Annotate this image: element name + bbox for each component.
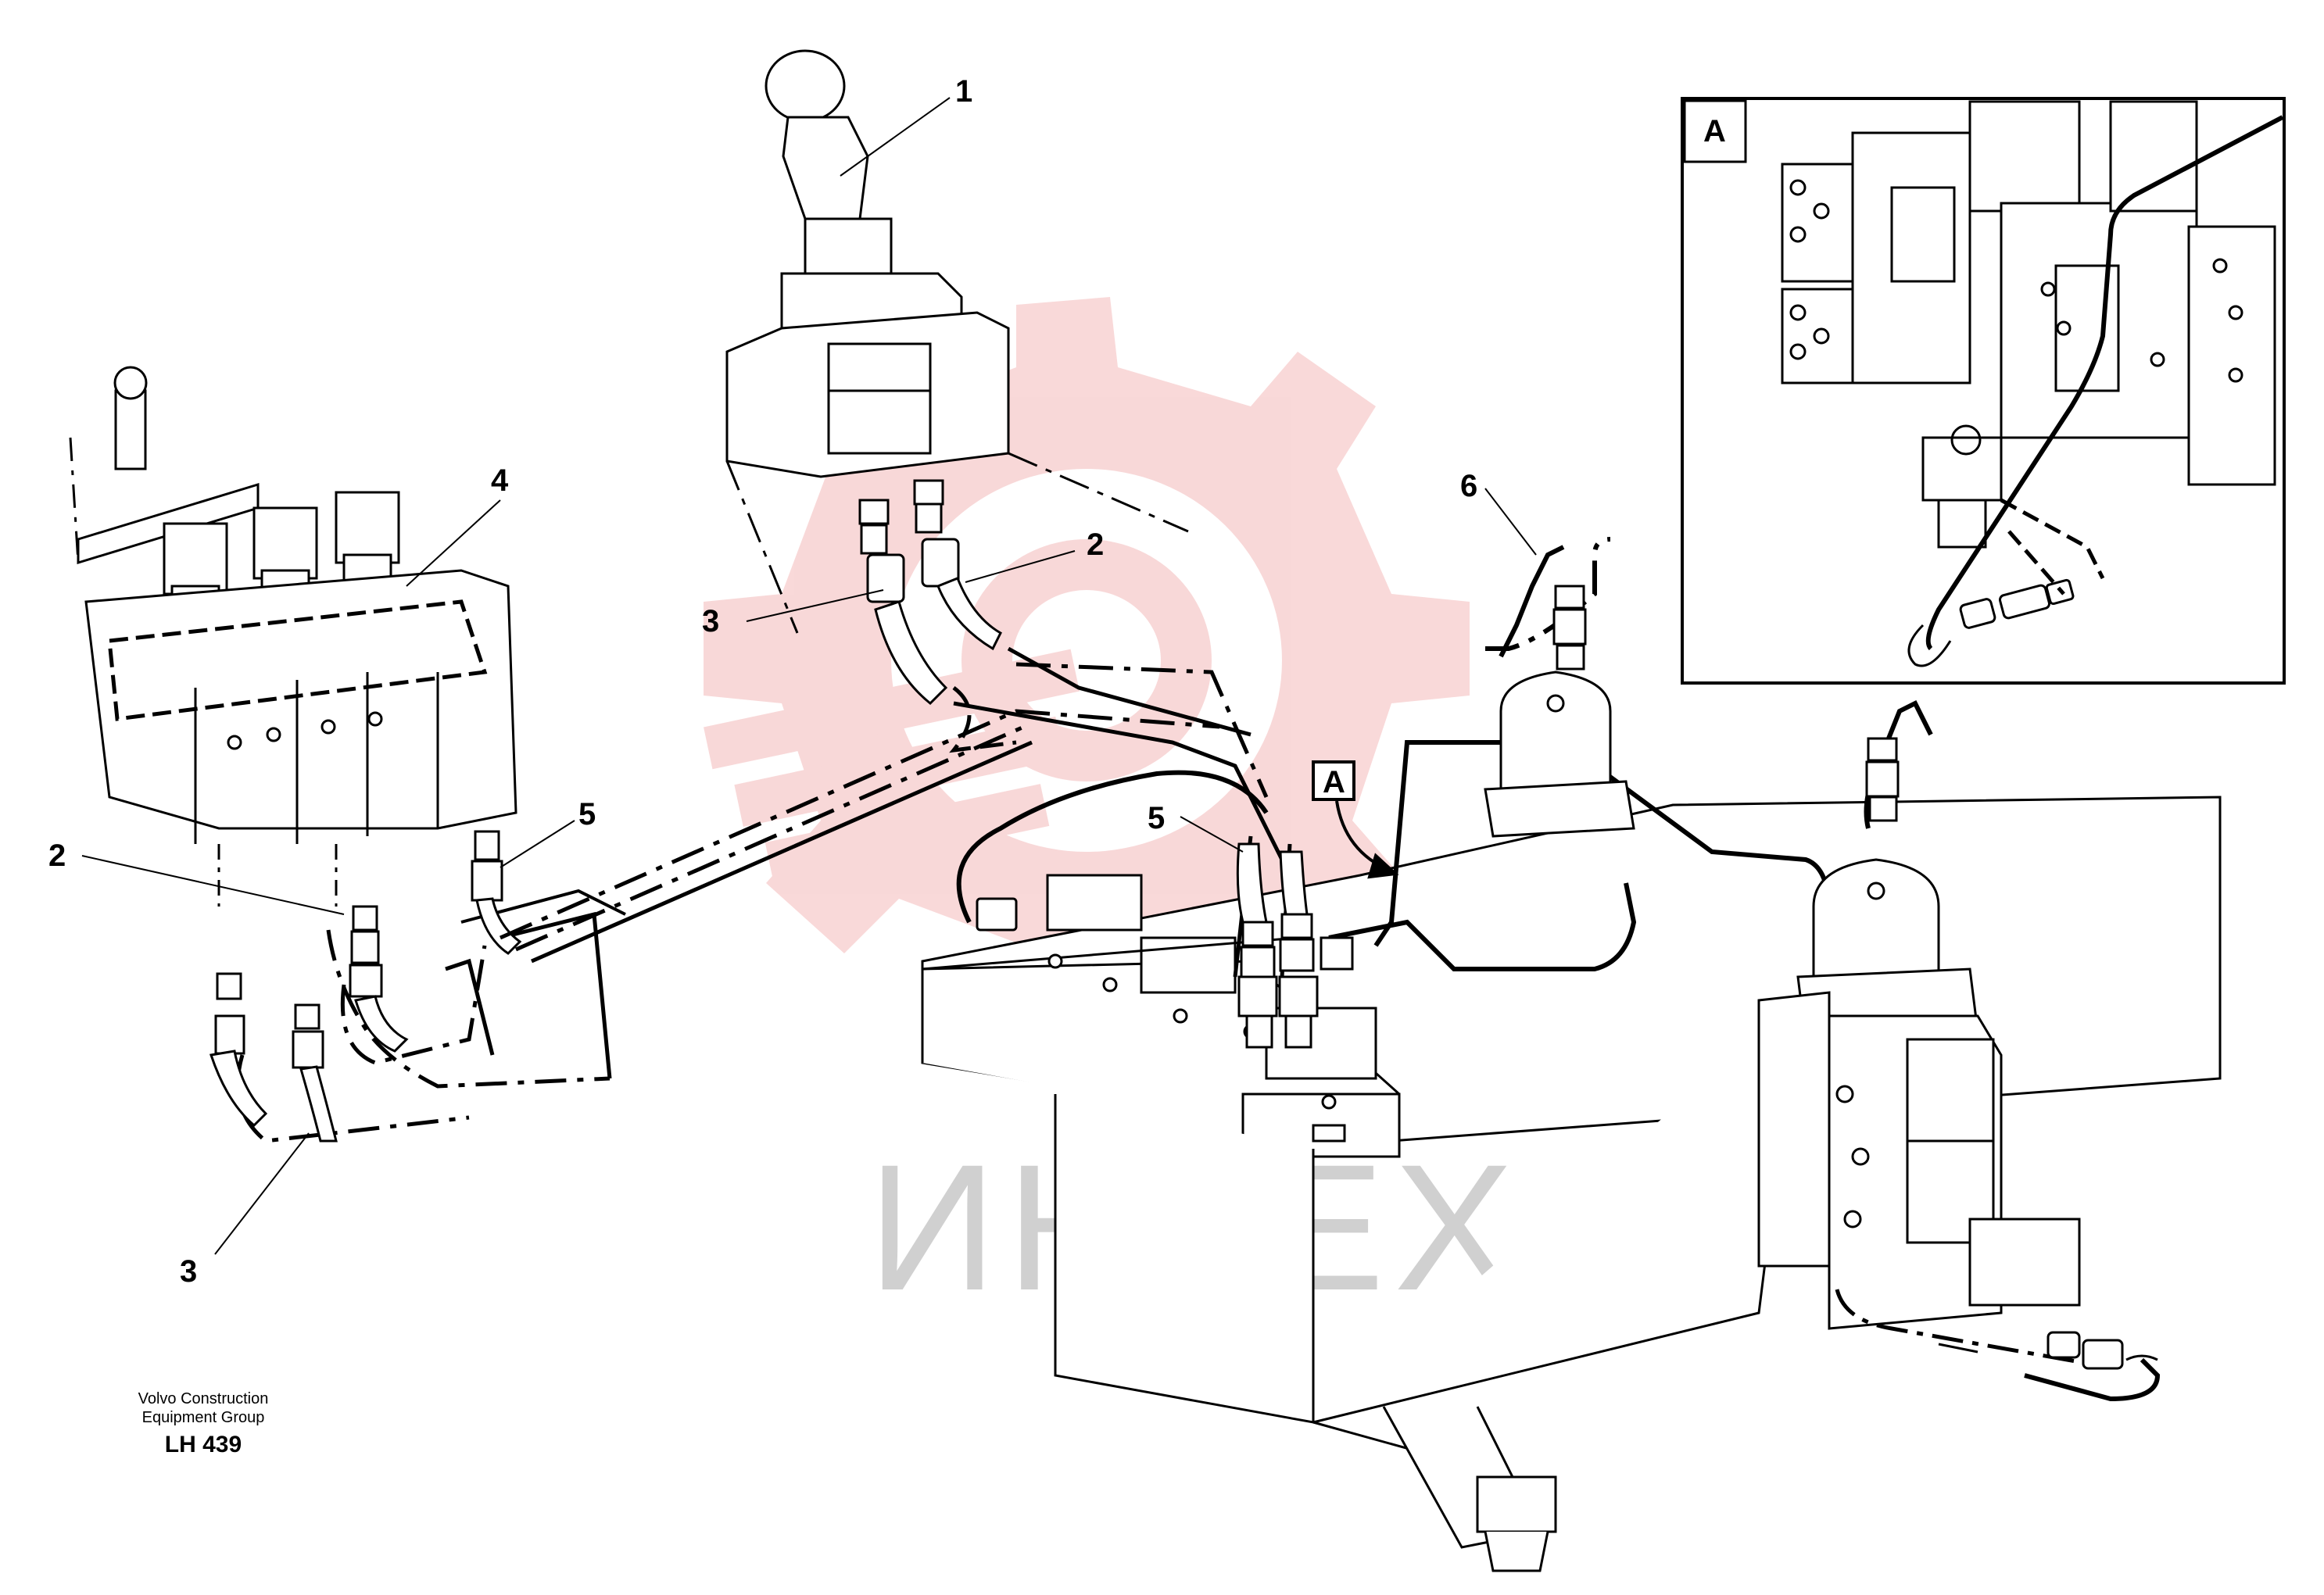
right-valve-block	[1757, 991, 2161, 1402]
detail-view-a	[1681, 97, 2286, 685]
callout-5-mid: 5	[1148, 801, 1165, 835]
centre-fittings	[976, 842, 1354, 1049]
watermark-logo	[704, 297, 1470, 1024]
pilot-valve-block	[69, 366, 517, 907]
joystick-assembly	[725, 49, 1189, 634]
figure-code: LH 439	[164, 1432, 242, 1457]
caption-line-1: Volvo Construction	[138, 1390, 269, 1407]
callout-2-left: 2	[48, 839, 66, 873]
callout-4: 4	[491, 463, 509, 498]
publisher-caption: Volvo Construction Equipment Group LH 43…	[94, 1389, 313, 1458]
main-control-valve	[921, 796, 2222, 1572]
callout-2-top: 2	[1087, 527, 1104, 562]
callout-3-top: 3	[702, 604, 719, 638]
caption-line-2: Equipment Group	[141, 1409, 265, 1426]
left-fittings	[209, 830, 522, 1143]
callout-6: 6	[1460, 469, 1477, 503]
pilot-lines	[499, 646, 1284, 964]
view-arrow-a	[1312, 760, 1399, 879]
joystick-fittings	[858, 479, 1002, 706]
accumulators	[1484, 585, 1979, 1041]
view-marker-a-label: A	[1323, 765, 1345, 799]
callout-5-left: 5	[578, 797, 596, 831]
callout-1: 1	[955, 74, 972, 109]
callout-3-left: 3	[180, 1254, 197, 1289]
callout-leaders	[81, 97, 1537, 1255]
detail-view-a-label: A	[1703, 114, 1726, 148]
